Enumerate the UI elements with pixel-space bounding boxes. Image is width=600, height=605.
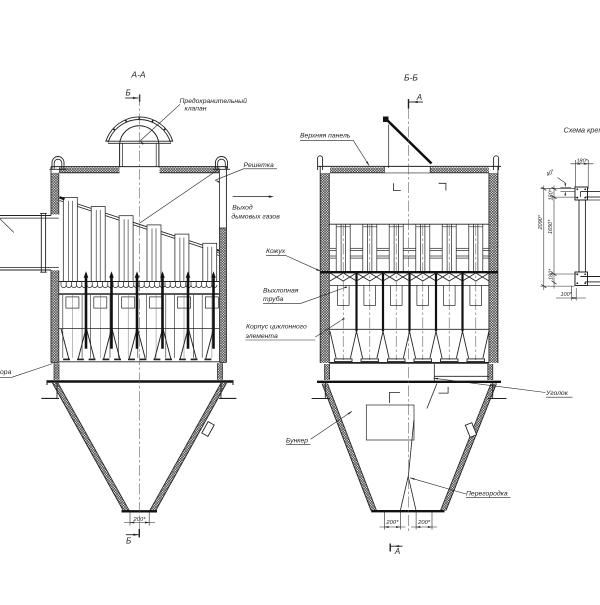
svg-text:А: А — [394, 547, 400, 556]
svg-text:элемента: элемента — [246, 333, 278, 340]
svg-text:Опора: Опора — [0, 369, 12, 376]
svg-text:Верхняя панель: Верхняя панель — [300, 132, 351, 139]
svg-text:100*: 100* — [561, 292, 573, 298]
svg-text:Б: Б — [126, 89, 131, 98]
svg-text:Выход: Выход — [232, 203, 253, 211]
svg-text:клапан: клапан — [185, 106, 207, 113]
svg-text:труба: труба — [263, 295, 284, 303]
svg-text:200*: 200* — [417, 520, 431, 526]
svg-text:Решетка: Решетка — [244, 162, 274, 169]
svg-text:Уголок: Уголок — [545, 390, 569, 397]
svg-text:Перегородка: Перегородка — [466, 490, 508, 498]
svg-text:Б: Б — [126, 537, 131, 546]
svg-text:2090*: 2090* — [538, 214, 544, 230]
svg-text:Выхлопная: Выхлопная — [263, 288, 299, 295]
svg-text:1650*: 1650* — [548, 219, 554, 234]
svg-text:180*: 180* — [549, 268, 555, 280]
svg-text:А: А — [416, 93, 422, 102]
svg-text:Предохранительный: Предохранительный — [180, 97, 248, 105]
svg-text:А-А: А-А — [130, 70, 146, 80]
svg-text:200*: 200* — [385, 520, 399, 526]
svg-text:Бункер: Бункер — [286, 437, 308, 444]
svg-text:180*: 180* — [577, 159, 589, 165]
svg-text:Кожух: Кожух — [266, 248, 286, 255]
svg-text:Схема крепления: Схема крепления — [564, 125, 600, 134]
svg-text:Корпус циклонного: Корпус циклонного — [246, 324, 307, 331]
svg-text:180*: 180* — [549, 188, 555, 200]
svg-text:Б-Б: Б-Б — [404, 73, 418, 83]
svg-text:дымовых газов: дымовых газов — [231, 213, 280, 221]
